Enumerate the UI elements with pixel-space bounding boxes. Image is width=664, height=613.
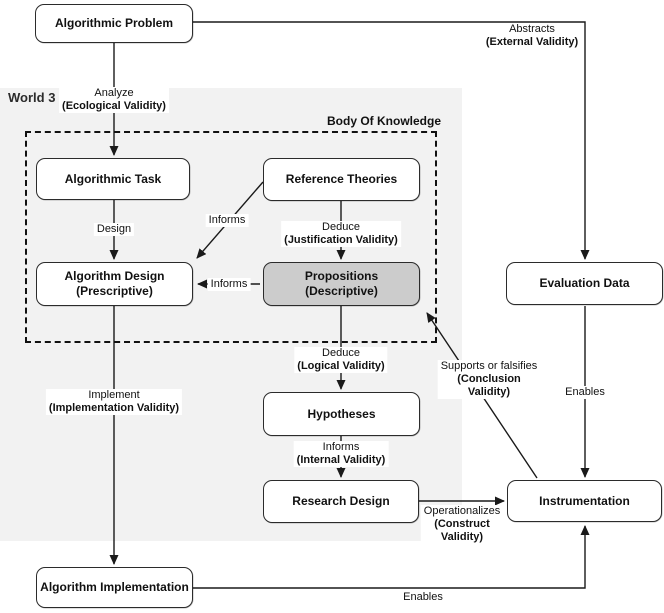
node-reference-theories: Reference Theories — [263, 158, 420, 201]
edge-label-informs-internal: Informs (Internal Validity) — [293, 441, 389, 467]
edge-label-enables-evaluation-data-verb: Enables — [565, 386, 605, 398]
edge-enables-implementation — [193, 525, 590, 589]
edge-label-informs-propositions: Informs — [207, 278, 251, 291]
edge-label-supports-validity-1: (Conclusion — [457, 372, 521, 385]
node-reference-theories-label: Reference Theories — [285, 172, 398, 186]
edge-label-operationalizes: Operationalizes (Construct Validity) — [420, 505, 504, 544]
edge-label-operationalizes-validity-1: (Construct — [434, 517, 490, 530]
edge-label-implement: Implement (Implementation Validity) — [45, 389, 183, 415]
node-hypotheses: Hypotheses — [263, 392, 420, 436]
edge-label-deduce-justification-validity: (Justification Validity) — [284, 233, 398, 246]
edge-label-informs-internal-verb: Informs — [322, 441, 360, 453]
edge-label-abstracts-verb: Abstracts — [509, 23, 555, 35]
edge-label-design-verb: Design — [96, 223, 132, 235]
edge-label-deduce-justification-verb: Deduce — [322, 221, 360, 233]
edge-label-informs-propositions-verb: Informs — [210, 278, 248, 290]
body-of-knowledge-boundary — [25, 131, 437, 343]
edge-label-informs-internal-validity: (Internal Validity) — [296, 453, 386, 466]
edge-label-analyze-validity: (Ecological Validity) — [62, 99, 166, 112]
node-propositions-label: Propositions — [304, 269, 379, 283]
node-algorithmic-problem-label: Algorithmic Problem — [54, 16, 173, 30]
edge-label-abstracts: Abstracts (External Validity) — [482, 23, 582, 49]
node-propositions: Propositions (Descriptive) — [263, 262, 420, 306]
edge-label-enables-evaluation-data: Enables — [562, 386, 608, 399]
edge-abstracts — [193, 21, 590, 260]
edge-label-abstracts-validity: (External Validity) — [485, 35, 579, 48]
node-algorithm-design-sublabel: (Prescriptive) — [76, 284, 153, 298]
node-evaluation-data-label: Evaluation Data — [539, 276, 630, 290]
edge-label-design: Design — [93, 223, 135, 236]
edge-label-enables-implementation: Enables — [400, 591, 446, 604]
edge-label-operationalizes-validity-2: Validity) — [440, 530, 484, 543]
node-algorithmic-task: Algorithmic Task — [36, 158, 190, 200]
edge-label-operationalizes-verb: Operationalizes — [423, 505, 501, 517]
node-algorithm-implementation: Algorithm Implementation — [36, 567, 193, 608]
edge-label-enables-implementation-verb: Enables — [403, 591, 443, 603]
node-instrumentation: Instrumentation — [507, 480, 662, 522]
edge-label-supports-verb: Supports or falsifies — [440, 360, 538, 372]
body-of-knowledge-label: Body Of Knowledge — [327, 114, 441, 128]
edge-label-implement-validity: (Implementation Validity) — [48, 401, 180, 414]
node-algorithm-design-label: Algorithm Design — [64, 269, 165, 283]
edge-label-analyze-verb: Analyze — [94, 87, 134, 99]
node-algorithmic-problem: Algorithmic Problem — [35, 4, 193, 43]
edge-label-supports-validity-2: Validity) — [467, 385, 511, 398]
edge-label-supports-or-falsifies: Supports or falsifies (Conclusion Validi… — [437, 360, 541, 399]
node-algorithm-implementation-label: Algorithm Implementation — [40, 580, 189, 594]
edge-label-deduce-logical-validity: (Logical Validity) — [297, 359, 385, 372]
edge-label-analyze: Analyze (Ecological Validity) — [59, 87, 169, 113]
edge-label-deduce-logical: Deduce (Logical Validity) — [294, 347, 388, 373]
world3-region-label: World 3 — [8, 90, 56, 105]
node-research-design: Research Design — [263, 480, 419, 523]
edge-label-implement-verb: Implement — [88, 389, 140, 401]
node-evaluation-data: Evaluation Data — [506, 262, 663, 305]
node-propositions-sublabel: (Descriptive) — [305, 284, 378, 298]
node-research-design-label: Research Design — [292, 494, 390, 508]
node-algorithmic-task-label: Algorithmic Task — [64, 171, 162, 186]
edge-label-informs-theories: Informs — [205, 214, 249, 227]
edge-label-informs-theories-verb: Informs — [208, 214, 246, 226]
edge-label-deduce-logical-verb: Deduce — [322, 347, 360, 359]
node-algorithm-design: Algorithm Design (Prescriptive) — [36, 262, 193, 306]
edge-label-deduce-justification: Deduce (Justification Validity) — [281, 221, 401, 247]
node-instrumentation-label: Instrumentation — [539, 493, 630, 508]
node-hypotheses-label: Hypotheses — [307, 406, 376, 421]
